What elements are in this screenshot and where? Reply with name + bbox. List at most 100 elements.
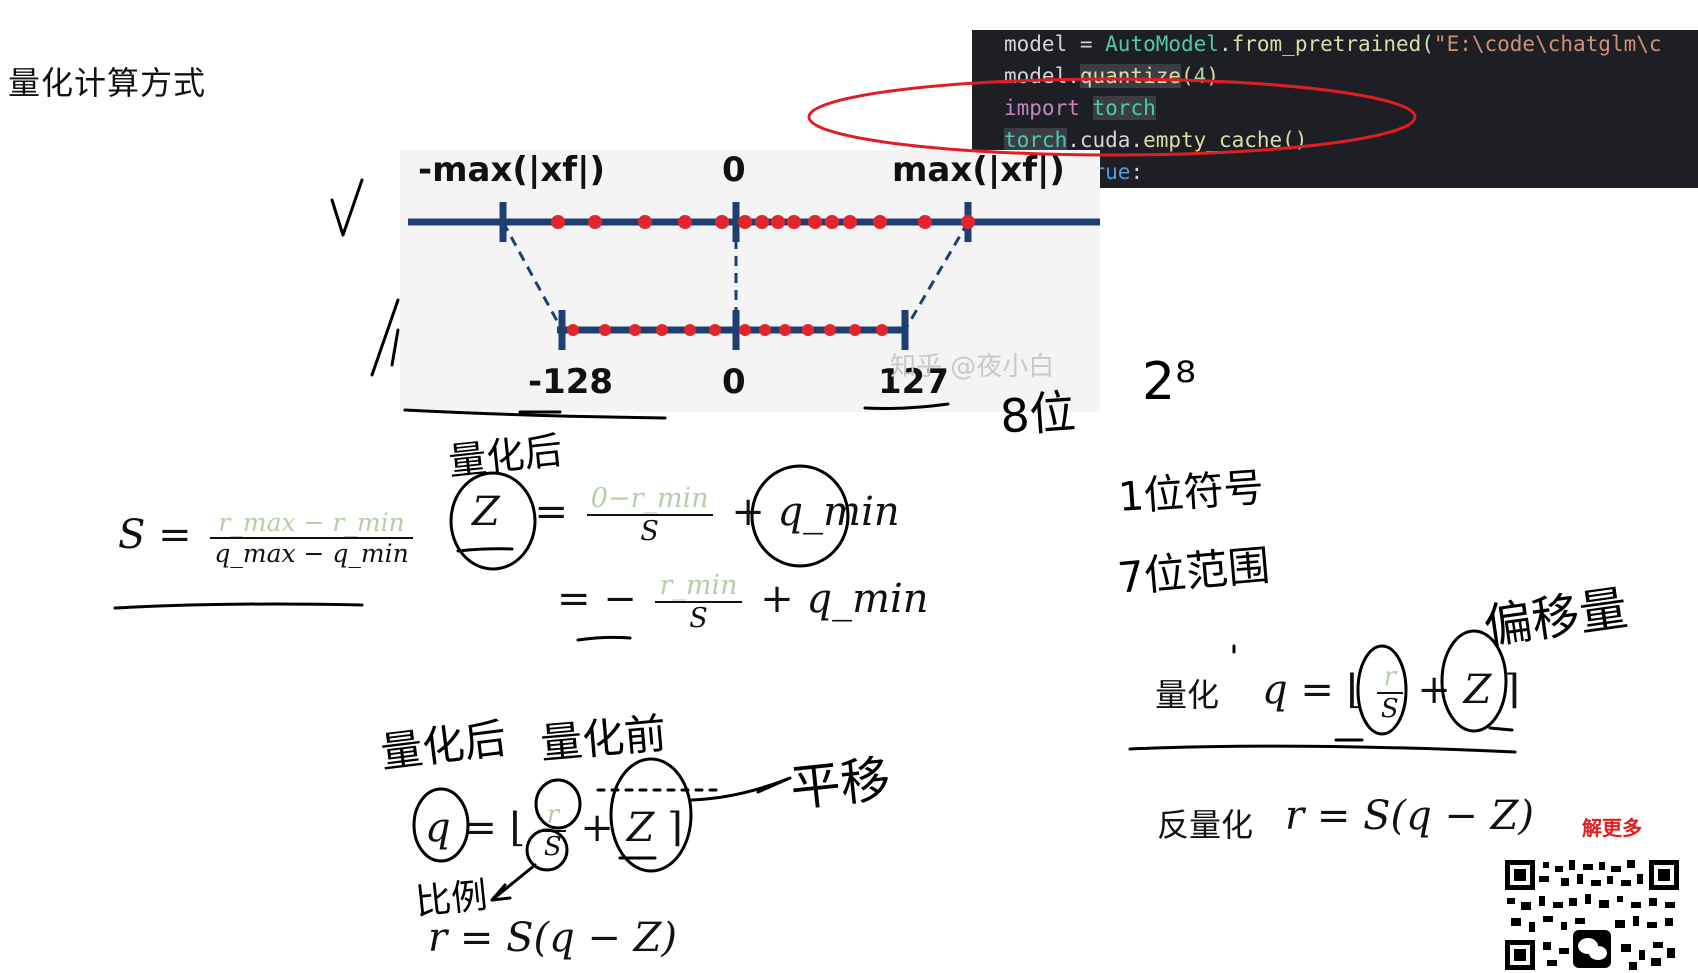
watermark: 知乎 @夜小白: [890, 352, 1055, 382]
code-line-4: torch.cuda.empty_cache(): [1004, 128, 1307, 152]
zp-eq2: = −: [557, 576, 637, 622]
ql-q: q: [425, 805, 451, 851]
code-token: AutoModel: [1105, 32, 1219, 56]
code-token: (: [1421, 32, 1434, 56]
circle-mark: [534, 778, 582, 830]
zp-eq: =: [534, 489, 569, 535]
note-bits: 8位: [998, 384, 1078, 444]
scale-denominator: q_max − q_min: [214, 539, 409, 568]
note-shift: 平移: [787, 749, 894, 819]
number-line-graphic: [408, 202, 1100, 350]
int-max-label: 127: [878, 362, 949, 402]
code-token: model =: [1004, 32, 1106, 56]
code-highlight-circle: [807, 77, 1417, 157]
circle-mark: [525, 828, 569, 872]
circle-mark: [609, 757, 693, 873]
code-token: import: [1004, 96, 1080, 120]
qr-rb: ⌉: [1504, 667, 1520, 713]
quant-label-right: 量化: [1155, 676, 1220, 714]
ql-lb: ⌊: [509, 805, 526, 851]
circle-mark: [449, 471, 537, 571]
code-token: model.: [1004, 64, 1080, 88]
zp-numerator-1: 0−r_min: [586, 483, 713, 516]
code-token: (: [1181, 64, 1194, 88]
qr-q: q: [1262, 667, 1288, 713]
circle-mark: [1440, 629, 1508, 733]
note-before-quant: 量化前: [538, 708, 669, 769]
code-token: torch: [1092, 96, 1156, 120]
map-min-dash: [501, 221, 564, 331]
qr-numerator: r: [1376, 662, 1403, 694]
scale-eq: =: [158, 512, 192, 558]
arrow-stroke: [490, 863, 537, 902]
float-max-label: max(|xf|): [892, 150, 1065, 190]
page-title: 量化计算方式: [8, 64, 207, 102]
promo-text[interactable]: 解更多: [1582, 816, 1642, 840]
float-value-dots: [551, 215, 975, 229]
ql-denominator: S: [543, 832, 562, 862]
note-pow: 2⁸: [1142, 352, 1196, 412]
underline-stroke: [113, 602, 364, 610]
circle-mark: [412, 787, 470, 863]
underline-stroke: [863, 402, 950, 410]
zero-point-formula: Z = 0−r_min S + q_min: [472, 483, 900, 547]
note-sign-bit: 1位符号: [1116, 464, 1266, 522]
dequant-formula-right: r = S(q − Z): [1285, 793, 1535, 839]
check-mark: [330, 178, 364, 237]
code-token: "E:\code\chatglm\c: [1433, 32, 1662, 56]
code-line-3: import torch: [1004, 96, 1156, 120]
zp-tail: + q_min: [760, 576, 929, 622]
underline-stroke: [1488, 726, 1514, 732]
underline-stroke: [403, 408, 667, 420]
code-line-2: model.quantize(4): [1004, 64, 1219, 88]
map-max-dash: [903, 221, 970, 331]
qr-fraction: r S: [1376, 662, 1403, 724]
arrow-stroke: [690, 776, 792, 802]
code-screenshot: model = AutoModel.from_pretrained("E:\co…: [972, 30, 1698, 188]
code-token: torch: [1004, 128, 1068, 152]
zero-point-formula-line2: = − r_min S + q_min: [557, 570, 929, 634]
zp-fraction-1: 0−r_min S: [586, 483, 713, 547]
zp-numerator-2: r_min: [655, 570, 742, 603]
code-token: .cuda.: [1067, 128, 1144, 152]
scale-lhs: S: [118, 512, 146, 558]
circle-mark: [750, 464, 850, 568]
zp-qmin: q_min: [777, 489, 900, 535]
code-line-1: model = AutoModel.from_pretrained("E:\co…: [1004, 32, 1662, 56]
quant-formula-right: q = ⌊ r S + Z ⌉: [1262, 662, 1520, 724]
note-ratio: 比例: [413, 875, 490, 924]
underline-stroke: [456, 547, 514, 553]
circle-mark: [1356, 644, 1408, 736]
q-stroke: [370, 298, 400, 377]
ql-z: Z: [626, 805, 655, 851]
code-token: quantize: [1079, 64, 1182, 88]
dequant-formula-left: r = S(q − Z): [428, 915, 678, 961]
zp-denominator-1: S: [640, 516, 659, 547]
code-token: from_pretrained: [1231, 32, 1422, 56]
scale-formula: S = r_max − r_min q_max − q_min: [118, 508, 419, 568]
code-token: .: [1218, 32, 1232, 56]
float-zero-label: 0: [722, 150, 746, 190]
int-zero-label: 0: [722, 362, 746, 402]
scale-numerator: r_max − r_min: [210, 508, 413, 539]
qr-code-icon: [1503, 858, 1683, 973]
code-token: :: [1130, 160, 1144, 184]
ql-plus: +: [580, 805, 614, 851]
qr-z: Z: [1463, 667, 1492, 713]
quantization-number-line: -max(|xf|) 0 max(|xf|) -128 0 127 知乎 @夜小…: [400, 150, 1100, 412]
int-min-label: -128: [528, 362, 614, 402]
float-min-label: -max(|xf|): [418, 150, 606, 190]
zp-plus: +: [731, 489, 765, 535]
ql-rb: ⌉: [667, 805, 683, 851]
int-value-dots: [567, 324, 888, 336]
dequant-label-right: 反量化: [1157, 806, 1254, 844]
scale-fraction: r_max − r_min q_max − q_min: [210, 508, 413, 568]
code-token: empty_cache: [1143, 128, 1283, 152]
zp-lhs: Z: [472, 489, 500, 535]
qr-denominator: S: [1380, 694, 1399, 724]
zp-fraction-2: r_min S: [655, 570, 742, 634]
underline-stroke: [1128, 744, 1517, 754]
zp-denominator-2: S: [689, 603, 708, 634]
underline-stroke: [576, 635, 632, 642]
